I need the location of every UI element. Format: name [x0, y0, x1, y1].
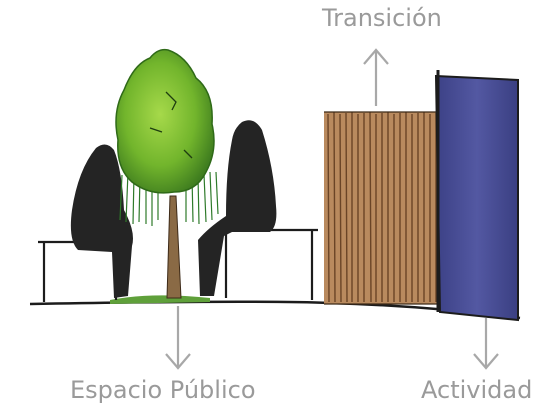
arrow-down-espacio-publico — [165, 306, 191, 370]
person-left-silhouette — [70, 144, 133, 298]
label-actividad: Actividad — [421, 376, 533, 404]
arrow-down-actividad — [473, 318, 499, 370]
label-espacio-publico: Espacio Público — [70, 376, 256, 404]
arrow-up-transicion — [363, 48, 389, 106]
tree-crown — [115, 48, 215, 194]
person-right-silhouette — [198, 120, 277, 296]
tree-lower-foliage — [119, 171, 219, 226]
grass-patch — [110, 295, 210, 304]
right-bench — [212, 228, 318, 300]
wooden-screen — [324, 111, 442, 305]
activity-wall — [434, 74, 519, 322]
tree-branch-marks — [149, 91, 193, 159]
label-transicion: Transición — [322, 4, 442, 32]
tree-trunk — [166, 195, 182, 299]
